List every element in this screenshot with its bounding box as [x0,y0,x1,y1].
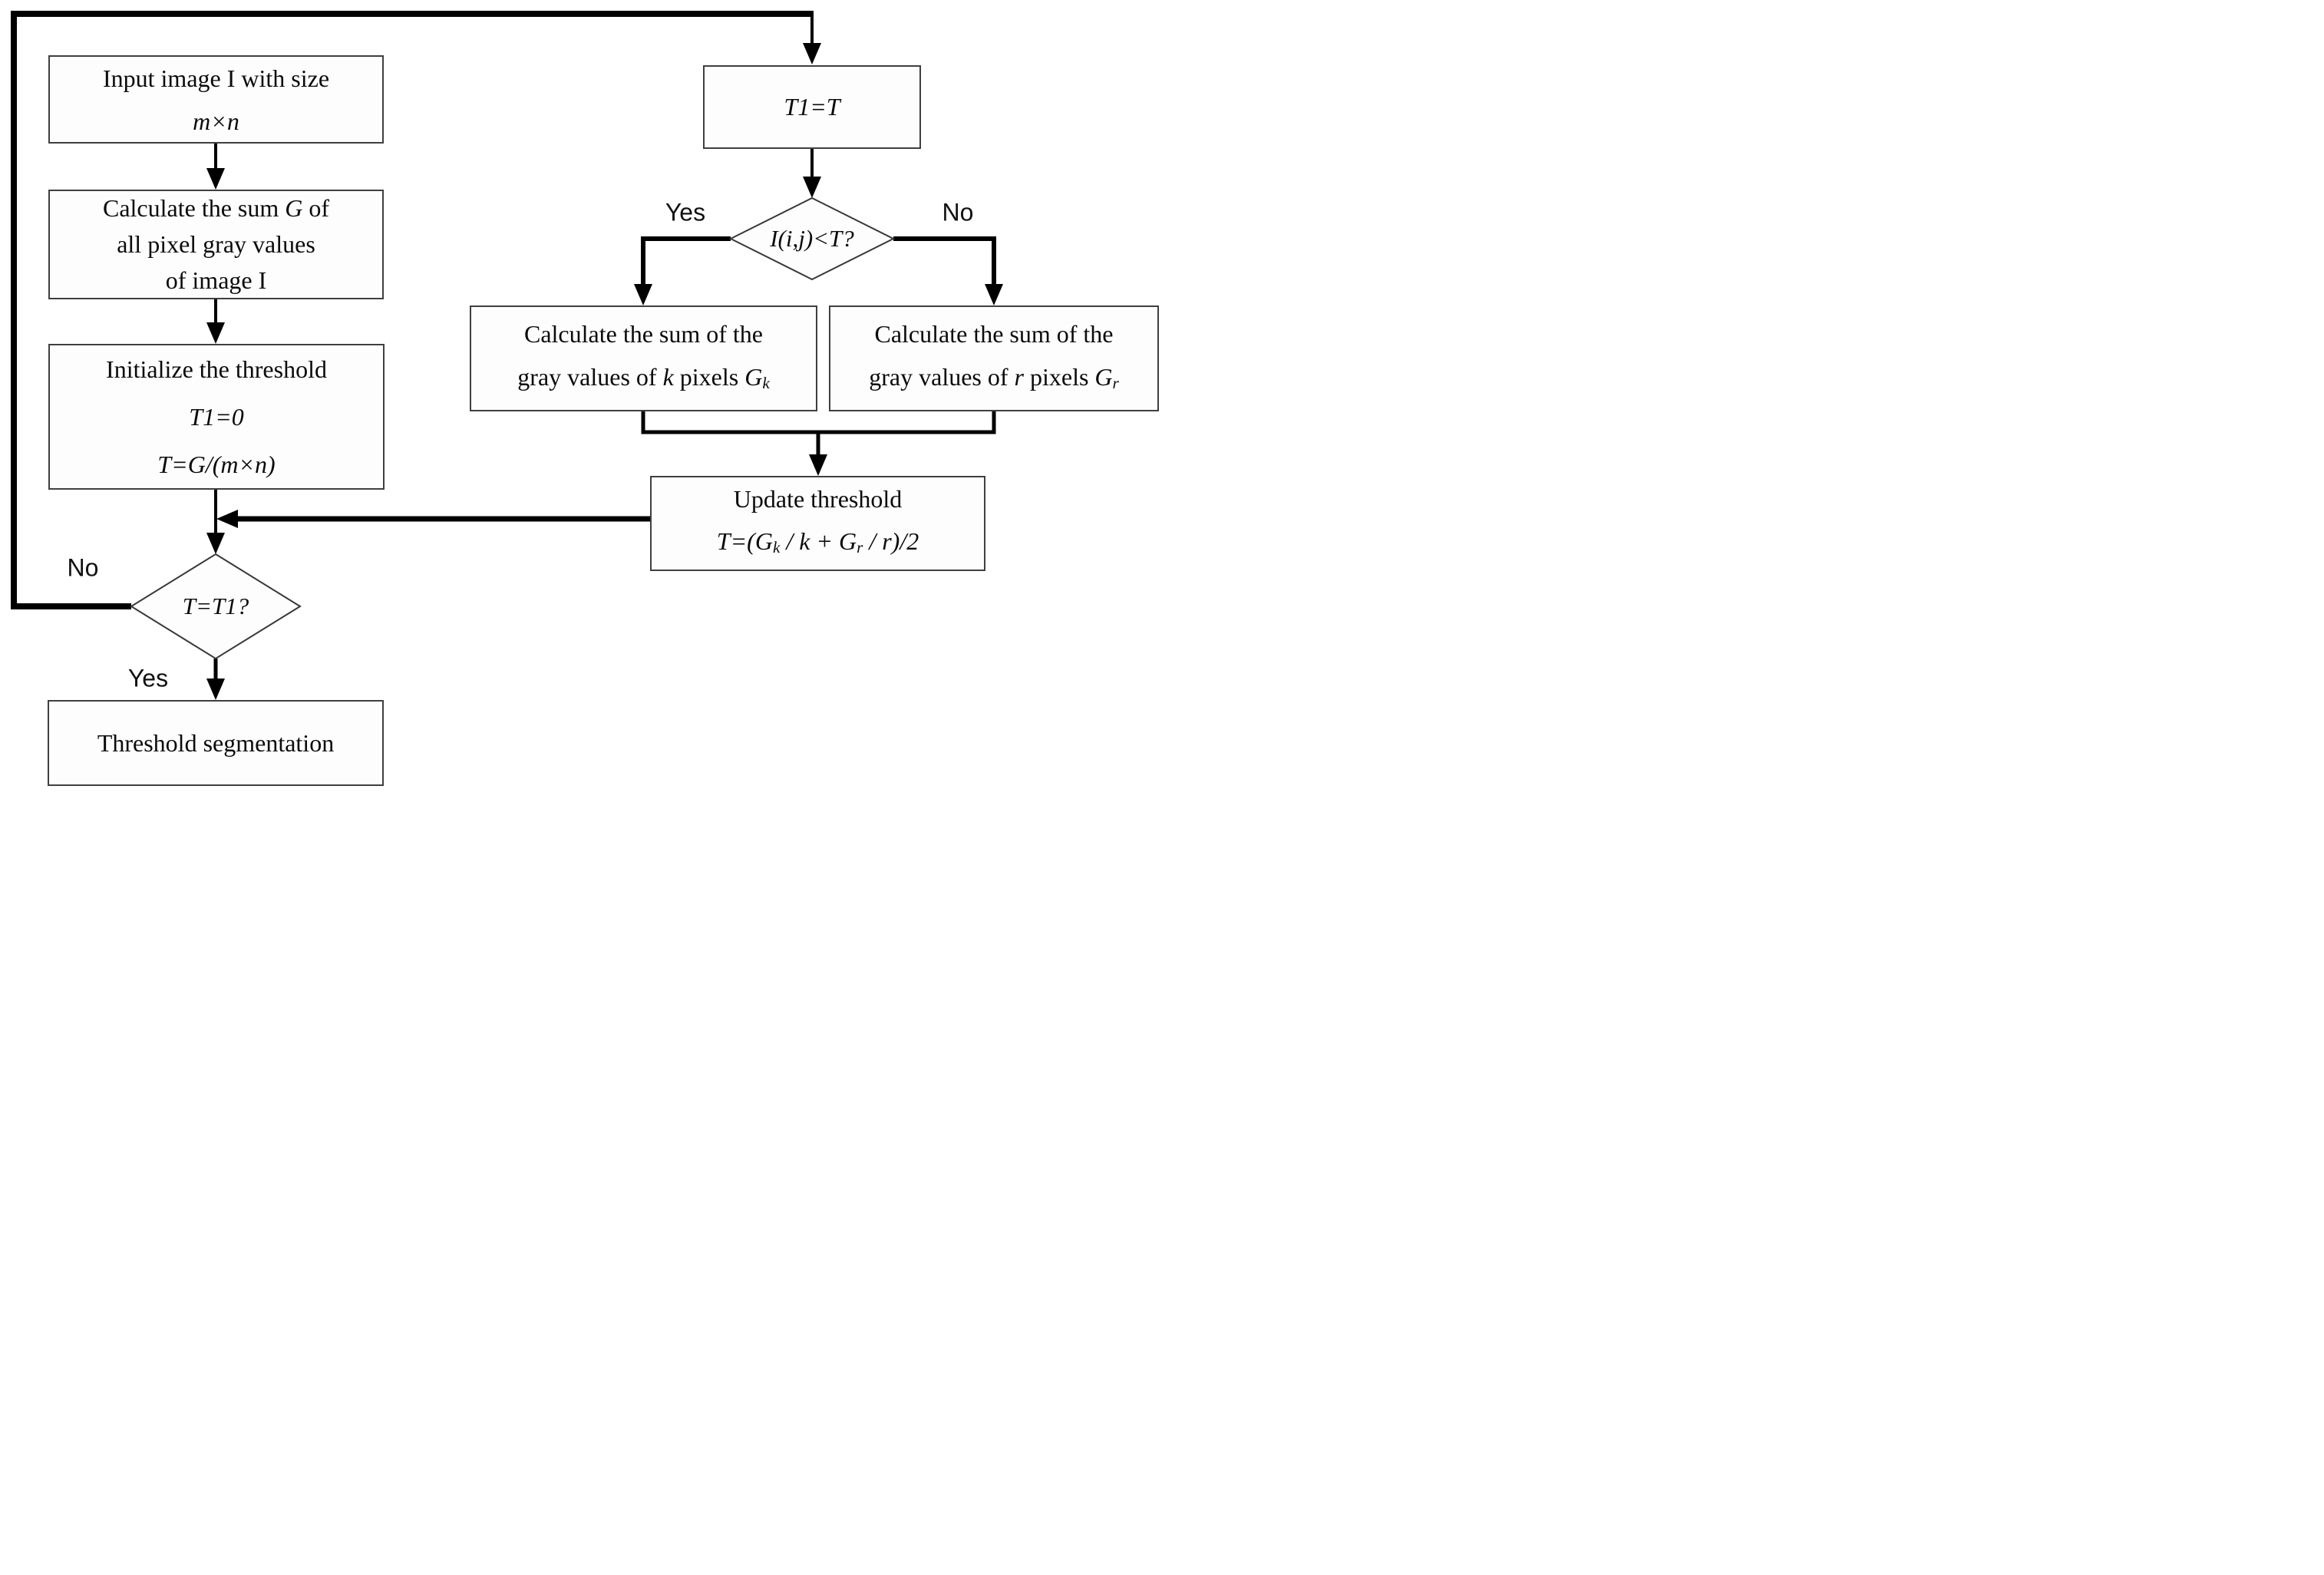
calc-sum-r-line2-mid: pixels [1023,363,1095,391]
branch-pixel-no [893,236,996,286]
arrowhead-input-to-calc [206,168,225,190]
update-formula-post: / r)/2 [863,527,919,556]
input-image-line1: Input image I with size [102,64,330,92]
node-calc-sum-k: Calculate the sum of the gray values of … [470,305,817,411]
converge-decision-formula: T=T1? [182,593,249,619]
arrowhead-calc-to-init [206,322,225,344]
calc-sum-g-line1-pre: Calculate the sum [102,194,286,222]
node-init-threshold: Initialize the threshold T1=0 T=G/(m×n) [48,344,385,490]
diamond-converge-check [130,553,302,660]
calc-sum-k-line1: Calculate the sum of the [523,320,763,348]
update-formula-sub-k: k [772,537,781,556]
arrowhead-into-seg [206,679,225,700]
node-calc-sum-g: Calculate the sum G of all pixel gray va… [48,190,384,299]
arrowhead-into-pixel-decision [803,177,821,198]
arrowhead-update-feedback [216,510,238,528]
arrowhead-into-calc-r [985,284,1003,305]
var-g: G [285,194,303,222]
calc-sum-g-line1: Calculate the sum G of [103,190,329,226]
calc-sum-k-line2-mid: pixels [673,363,745,391]
init-threshold-formula1: T1=0 [189,403,244,431]
var-gr-subscript: r [1112,373,1119,392]
node-assign-t1: T1=T [703,65,921,149]
threshold-segmentation-label: Threshold segmentation [97,728,335,757]
flowchart-canvas: Input image I with size m×n Calculate th… [0,0,1162,788]
update-formula-mid: / k + G [780,527,857,556]
var-k: k [662,363,674,391]
update-threshold-formula: T=(Gk / k + Gr / r)/2 [717,520,919,569]
calc-sum-r-line2: gray values of r pixels Gr [869,355,1118,404]
arrowhead-into-converge [206,533,225,554]
var-gk: G [744,363,763,391]
calc-sum-r-line2-pre: gray values of [869,363,1015,391]
node-input-image: Input image I with size m×n [48,55,384,144]
calc-sum-k-line2: gray values of k pixels Gk [517,355,769,404]
label-converge-no: No [67,553,99,582]
pixel-decision-formula: I(i,j)<T? [770,225,854,252]
diamond-pixel-check [728,196,896,281]
loop-no-path [11,11,812,609]
assign-t1-formula: T1=T [784,93,840,121]
label-pixel-no: No [942,198,974,226]
node-threshold-segmentation: Threshold segmentation [48,700,384,786]
init-threshold-formula2: T=G/(m×n) [157,451,276,478]
label-pixel-yes: Yes [665,198,706,226]
calc-sum-g-line3: of image I [165,266,267,294]
branch-pixel-yes [641,236,731,286]
node-update-threshold: Update threshold T=(Gk / k + Gr / r)/2 [650,476,985,571]
update-formula-pre: T=(G [716,527,773,556]
calc-sum-g-line2: all pixel gray values [117,230,315,258]
label-converge-yes: Yes [127,664,169,692]
connector-layer [11,11,1003,700]
arrowhead-into-update [809,454,827,476]
calc-sum-g-line1-post: of [302,194,330,222]
calc-sum-k-line2-pre: gray values of [517,363,663,391]
input-image-size-formula: m×n [193,107,239,135]
arrowhead-into-assign-t1 [803,43,821,64]
calc-sum-r-line1: Calculate the sum of the [874,320,1114,348]
var-r: r [1014,363,1024,391]
update-threshold-line1: Update threshold [733,485,903,513]
arrowhead-into-calc-k [634,284,652,305]
update-formula-sub-r: r [857,537,863,556]
init-threshold-line1: Initialize the threshold [106,355,327,383]
merge-connector [641,411,996,434]
var-gk-subscript: k [762,373,770,392]
var-gr: G [1094,363,1113,391]
node-calc-sum-r: Calculate the sum of the gray values of … [829,305,1159,411]
